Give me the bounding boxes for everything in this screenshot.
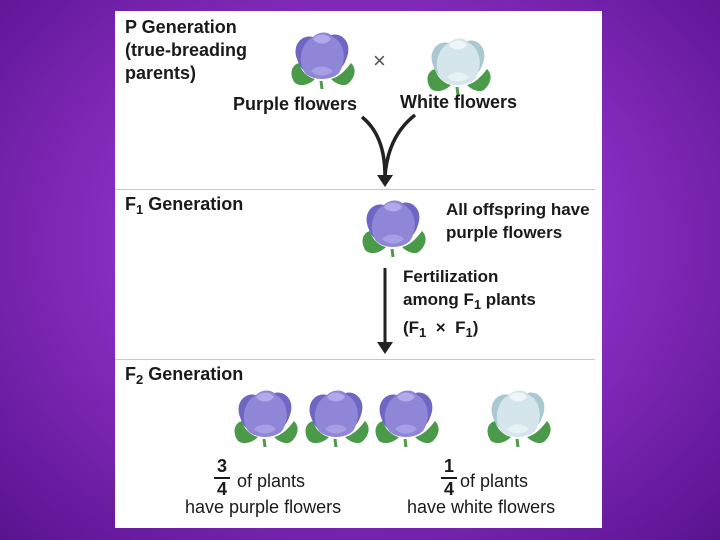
p-purple-label: Purple flowers — [233, 94, 358, 114]
cross-symbol: × — [373, 48, 386, 73]
f1-offspring-text: All offspring have purple flowers — [446, 200, 590, 242]
purple-of-plants: of plants — [237, 471, 306, 491]
white-fraction: 1 4 — [441, 457, 457, 499]
fertilization-text: Fertilization among F1 plants (F1 × F1) — [403, 267, 536, 340]
diagram-panel: P Generation (true-breading parents) × P… — [115, 11, 602, 528]
down-arrow-icon — [377, 268, 393, 354]
purple-flower-icon — [305, 390, 369, 447]
p-generation-title: P Generation (true-breading parents) — [125, 17, 248, 83]
purple-flower-icon — [375, 390, 439, 447]
arrows-layer — [360, 113, 417, 354]
purple-result-label: have purple flowers — [185, 497, 342, 517]
merge-arrow-icon — [360, 113, 417, 187]
purple-fraction: 3 4 — [214, 457, 230, 499]
purple-flower-icon — [362, 200, 426, 257]
f1-generation-title: F1 Generation — [125, 194, 244, 217]
white-flower-icon — [487, 390, 551, 447]
divider-f2 — [115, 359, 595, 360]
p-white-label: White flowers — [400, 92, 518, 112]
f2-generation-title: F2 Generation — [125, 364, 244, 387]
purple-flower-icon — [234, 390, 298, 447]
white-result-label: have white flowers — [407, 497, 556, 517]
divider-f1 — [115, 189, 595, 190]
white-of-plants: of plants — [460, 471, 529, 491]
